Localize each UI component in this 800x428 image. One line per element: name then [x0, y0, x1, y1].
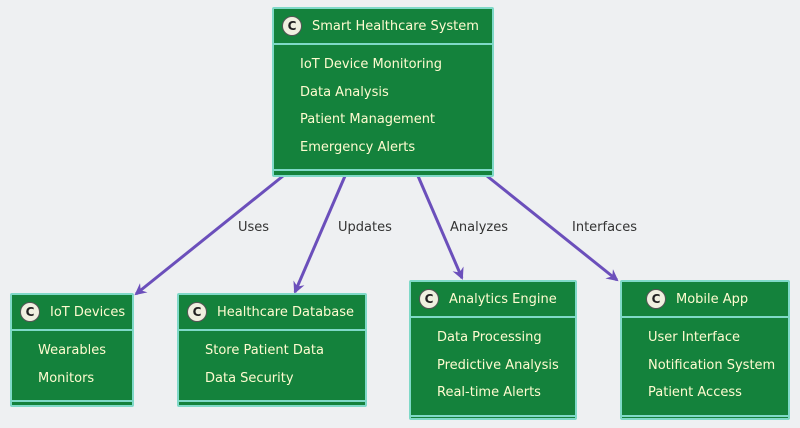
- class-header: C Healthcare Database: [179, 295, 365, 331]
- class-header: C Analytics Engine: [411, 282, 575, 318]
- class-header: C IoT Devices: [12, 295, 132, 331]
- class-members: IoT Device Monitoring Data Analysis Pati…: [274, 45, 492, 169]
- class-divider: [274, 169, 492, 177]
- edge-updates: [293, 175, 347, 294]
- class-member: IoT Device Monitoring: [300, 57, 442, 72]
- class-member: Patient Access: [648, 385, 742, 400]
- class-analytics-engine[interactable]: C Analytics Engine Data Processing Predi…: [409, 280, 577, 420]
- class-c-icon: C: [646, 289, 666, 309]
- class-title: IoT Devices: [50, 304, 126, 320]
- edge-label-interfaces: Interfaces: [572, 220, 637, 235]
- edge-interfaces: [486, 174, 619, 282]
- class-c-icon: C: [20, 302, 40, 322]
- class-divider: [179, 400, 365, 408]
- class-c-icon: C: [187, 302, 207, 322]
- class-title: Smart Healthcare System: [312, 18, 479, 34]
- class-healthcare-database[interactable]: C Healthcare Database Store Patient Data…: [177, 293, 367, 407]
- class-c-icon: C: [419, 289, 439, 309]
- class-member: Real-time Alerts: [437, 385, 541, 400]
- class-member: Predictive Analysis: [437, 357, 559, 373]
- class-title: Mobile App: [676, 291, 749, 307]
- class-member: Data Security: [205, 370, 294, 386]
- class-members: Data Processing Predictive Analysis Real…: [411, 318, 575, 415]
- class-members: Store Patient Data Data Security: [179, 331, 365, 400]
- class-member: Notification System: [648, 357, 776, 373]
- class-members: Wearables Monitors: [12, 331, 132, 400]
- class-member: Store Patient Data: [205, 343, 324, 358]
- edge-label-analyzes: Analyzes: [450, 220, 508, 235]
- class-member: Monitors: [38, 370, 95, 386]
- edge-uses: [134, 174, 284, 296]
- class-divider: [411, 414, 575, 423]
- class-divider: [12, 400, 132, 408]
- class-member: Patient Management: [300, 112, 436, 127]
- class-title: Analytics Engine: [449, 291, 557, 307]
- class-mobile-app[interactable]: C Mobile App User Interface Notification…: [620, 280, 790, 420]
- class-member: Data Analysis: [300, 84, 389, 100]
- class-member: Emergency Alerts: [300, 139, 416, 155]
- class-smart-healthcare-system[interactable]: C Smart Healthcare System IoT Device Mon…: [272, 7, 494, 177]
- class-header: C Smart Healthcare System: [274, 9, 492, 45]
- class-header: C Mobile App: [622, 282, 788, 318]
- edge-label-updates: Updates: [338, 220, 392, 235]
- edge-analyzes: [416, 175, 464, 280]
- class-members: User Interface Notification System Patie…: [622, 318, 788, 415]
- class-divider: [622, 414, 788, 423]
- class-c-icon: C: [282, 16, 302, 36]
- edge-label-uses: Uses: [238, 220, 270, 235]
- class-member: Data Processing: [437, 330, 542, 345]
- class-member: Wearables: [38, 343, 107, 358]
- class-iot-devices[interactable]: C IoT Devices Wearables Monitors: [10, 293, 134, 407]
- class-title: Healthcare Database: [217, 304, 355, 320]
- class-member: User Interface: [648, 330, 740, 345]
